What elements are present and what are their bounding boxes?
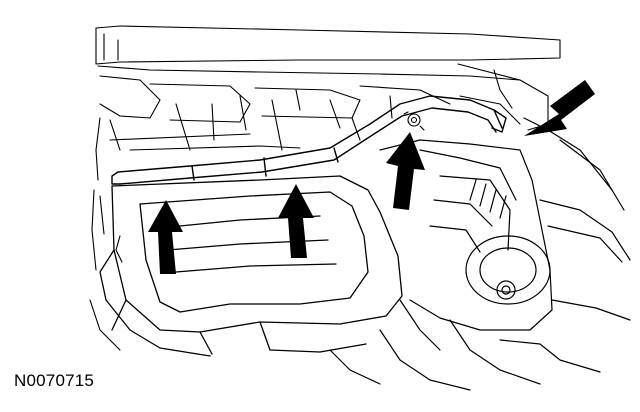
air-duct (99, 175, 403, 357)
arrow-up-left (148, 200, 183, 274)
arrow-up-center (278, 184, 314, 258)
lower-left-bracket (89, 189, 123, 351)
arrow-down-left (524, 80, 595, 136)
hose-clip (403, 111, 425, 131)
heater-hose (111, 95, 507, 185)
arrow-up-right (386, 132, 425, 210)
figure-id-label: N0070715 (14, 371, 95, 390)
blower-housing (329, 117, 631, 391)
background-dash-structure (95, 25, 561, 181)
